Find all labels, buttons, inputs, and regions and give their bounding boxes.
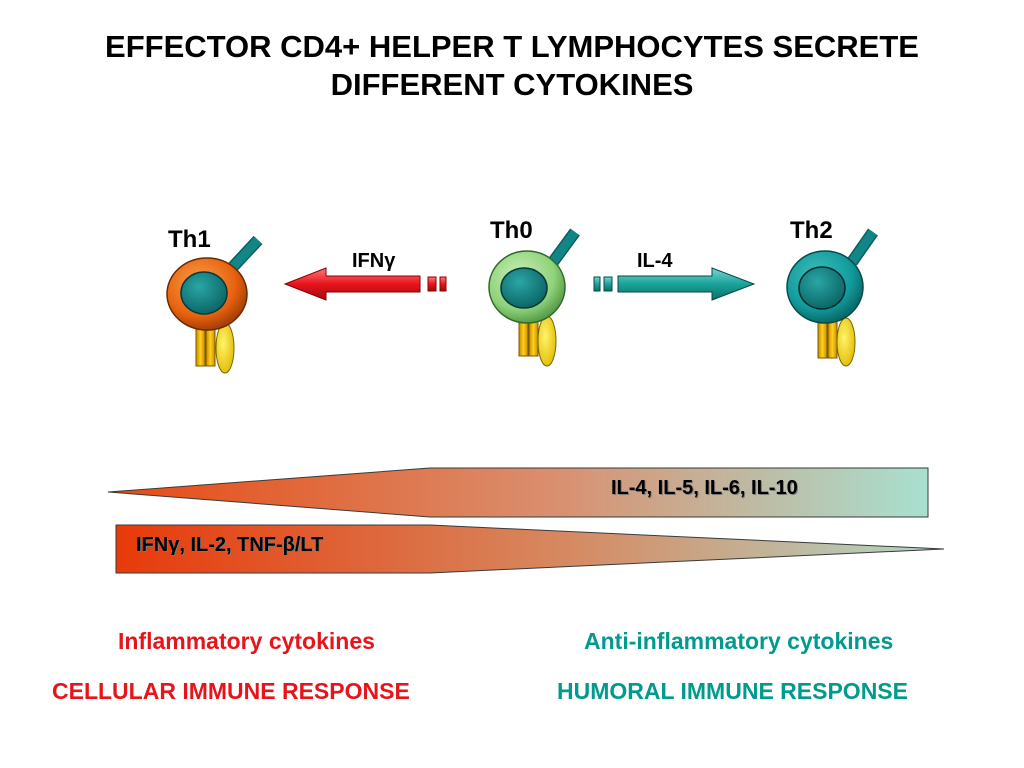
inflammatory-wedge (115, 524, 945, 574)
th1-label: Th1 (168, 226, 211, 253)
ifn-gamma-arrow-label: IFNγ (352, 250, 396, 272)
cellular-immune-response: CELLULAR IMMUNE RESPONSE (52, 678, 410, 704)
il4-arrow (593, 267, 756, 301)
inflammatory-cytokines-list: IFNγ, IL-2, TNF-β/LT (136, 534, 324, 556)
humoral-immune-response: HUMORAL IMMUNE RESPONSE (557, 678, 908, 704)
th1-cell (166, 235, 263, 374)
th0-label: Th0 (490, 217, 533, 244)
th2-cell (786, 228, 878, 367)
ifn-gamma-arrow (283, 267, 447, 301)
anti-inflammatory-cytokines-list: IL-4, IL-5, IL-6, IL-10 (611, 477, 798, 499)
il4-arrow-label: IL-4 (637, 250, 673, 272)
title-line-2: DIFFERENT CYTOKINES (330, 67, 694, 102)
inflammatory-cytokines-heading: Inflammatory cytokines (118, 628, 375, 654)
title-line-1: EFFECTOR CD4+ HELPER T LYMPHOCYTES SECRE… (105, 29, 919, 64)
anti-inflammatory-cytokines-heading: Anti-inflammatory cytokines (584, 628, 894, 654)
page-title: EFFECTOR CD4+ HELPER T LYMPHOCYTES SECRE… (0, 28, 1024, 104)
anti-inflammatory-wedge (107, 467, 929, 518)
th2-label: Th2 (790, 217, 833, 244)
th0-cell (488, 228, 580, 367)
